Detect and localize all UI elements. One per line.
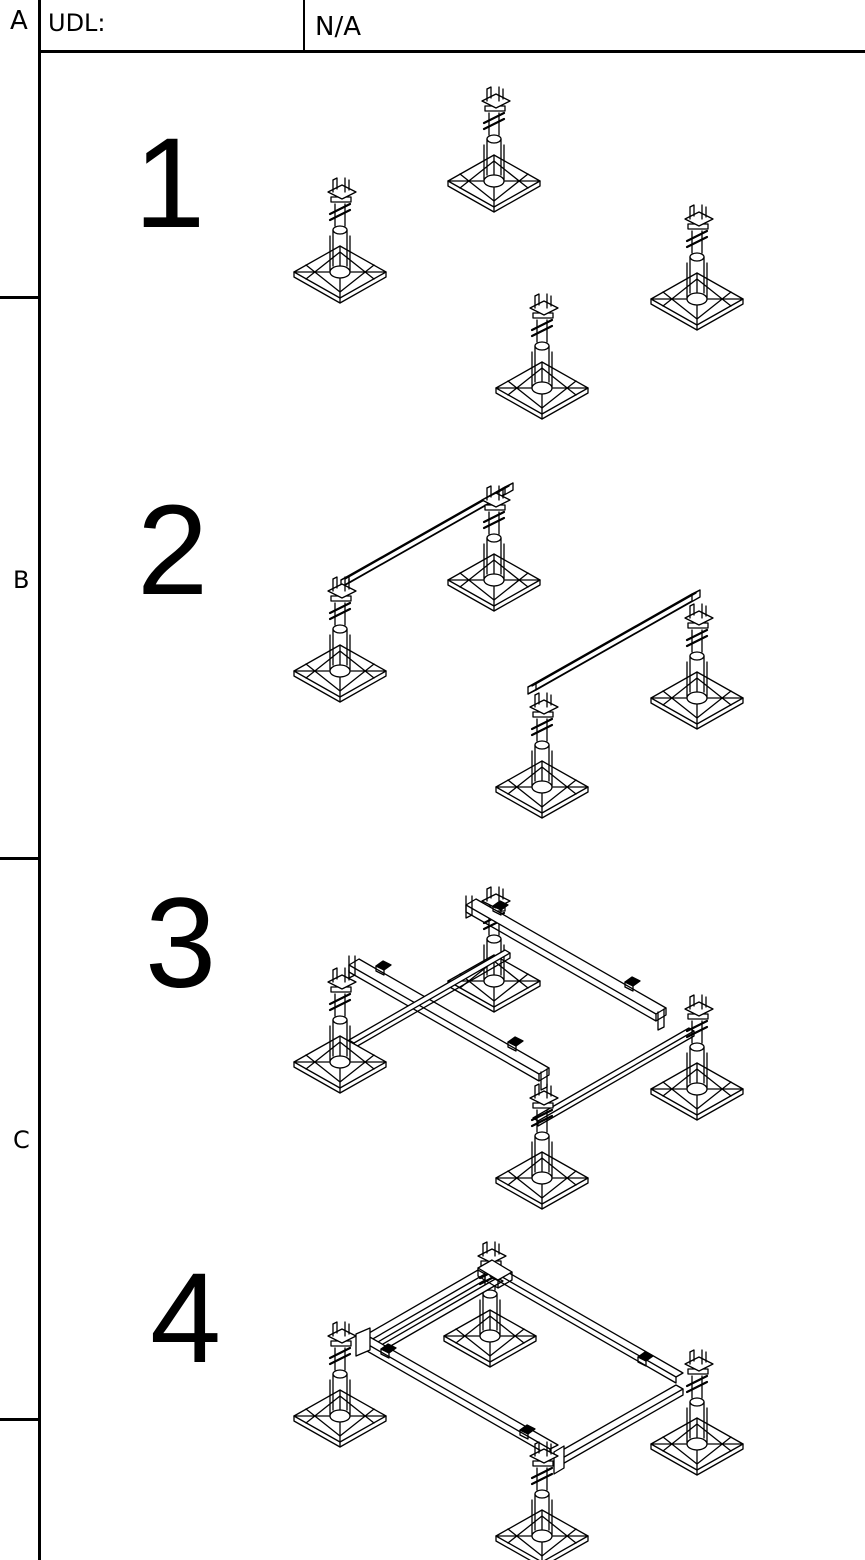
step1-pedestal-left — [292, 176, 388, 305]
zone-letter-a: A — [10, 6, 28, 36]
step2-pedestal-bottom — [494, 691, 590, 820]
zone-letter-c: C — [13, 1126, 30, 1154]
udl-label: UDL: — [48, 9, 106, 37]
step-number-2: 2 — [137, 479, 209, 622]
step1-pedestal-top — [446, 85, 542, 214]
step2-rail-lower — [527, 589, 701, 695]
step1-pedestal-right — [649, 203, 745, 332]
zone-tick-c — [0, 857, 40, 860]
step1-pedestal-bottom — [494, 292, 590, 421]
step2-pedestal-right — [649, 602, 745, 731]
step2-pedestal-top — [446, 484, 542, 613]
step-number-3: 3 — [145, 872, 217, 1015]
zone-tick-b — [0, 296, 40, 299]
left-border — [38, 0, 41, 1560]
step-number-1: 1 — [134, 112, 206, 255]
header-divider — [303, 0, 305, 52]
step2-pedestal-left — [292, 575, 388, 704]
udl-value: N/A — [315, 12, 361, 42]
step4-assembly — [292, 1240, 745, 1560]
step-number-4: 4 — [150, 1247, 222, 1390]
header-bottom-rule — [38, 50, 865, 53]
zone-tick-d — [0, 1418, 40, 1421]
zone-letter-b: B — [13, 566, 30, 594]
step3-assembly — [292, 885, 745, 1211]
